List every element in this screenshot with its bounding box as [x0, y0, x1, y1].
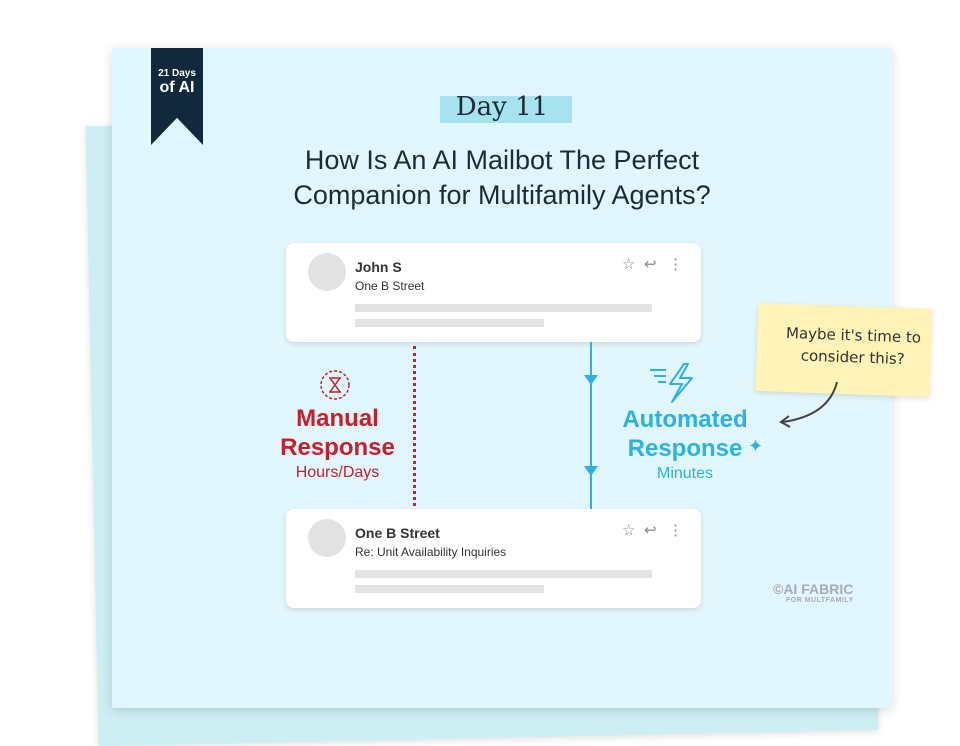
hourglass-refresh-icon	[320, 370, 350, 400]
placeholder-line	[355, 570, 652, 578]
manual-response: Manual Response Hours/Days	[260, 404, 415, 482]
incoming-email-card: John S One B Street ☆ ↩ ⋮	[286, 243, 701, 342]
avatar	[308, 519, 346, 557]
title-line2: Companion for Multifamily Agents?	[293, 180, 711, 210]
manual-line2: Response	[280, 434, 395, 461]
reply-icon[interactable]: ↩	[644, 522, 657, 539]
email-sender: One B Street	[355, 525, 440, 541]
page-title: How Is An AI Mailbot The Perfect Compani…	[202, 143, 802, 213]
lightning-fast-icon	[650, 363, 693, 403]
day-highlight	[440, 96, 572, 123]
automated-line	[590, 342, 592, 509]
curved-arrow-icon	[779, 381, 838, 428]
day-label: Day 11	[455, 92, 549, 122]
title-line1: How Is An AI Mailbot The Perfect	[304, 145, 700, 175]
email-sender: John S	[355, 259, 402, 275]
placeholder-line	[355, 585, 544, 593]
watermark-tagline: FOR MULTFAMILY	[786, 597, 854, 604]
more-vertical-icon[interactable]: ⋮	[668, 256, 683, 273]
automated-line1: Automated	[622, 406, 748, 433]
ribbon-line1: 21 Days	[158, 68, 196, 79]
automated-response: Automated Response Minutes	[606, 405, 764, 483]
series-ribbon: 21 Days of AI	[151, 48, 203, 145]
avatar	[308, 253, 346, 291]
manual-line1: Manual	[296, 405, 379, 432]
arrow-down-icon	[584, 375, 598, 385]
sparkle-icon: ✦	[748, 436, 764, 456]
reply-email-card: One B Street Re: Unit Availability Inqui…	[286, 509, 701, 608]
placeholder-line	[355, 319, 544, 327]
ribbon-line2: of AI	[159, 79, 195, 96]
email-subject: Re: Unit Availability Inquiries	[355, 545, 507, 559]
reply-icon[interactable]: ↩	[644, 256, 657, 273]
email-subject: One B Street	[355, 279, 425, 293]
placeholder-line	[355, 304, 652, 312]
star-icon[interactable]: ☆	[622, 256, 636, 273]
automated-line2: Response	[627, 435, 743, 462]
manual-dotted-line	[413, 346, 416, 506]
automated-time: Minutes	[656, 465, 714, 482]
star-icon[interactable]: ☆	[622, 522, 636, 539]
arrow-down-icon	[584, 466, 598, 476]
more-vertical-icon[interactable]: ⋮	[668, 522, 683, 539]
manual-time: Hours/Days	[295, 464, 380, 481]
watermark-brand: ©AI FABRIC	[773, 581, 854, 597]
